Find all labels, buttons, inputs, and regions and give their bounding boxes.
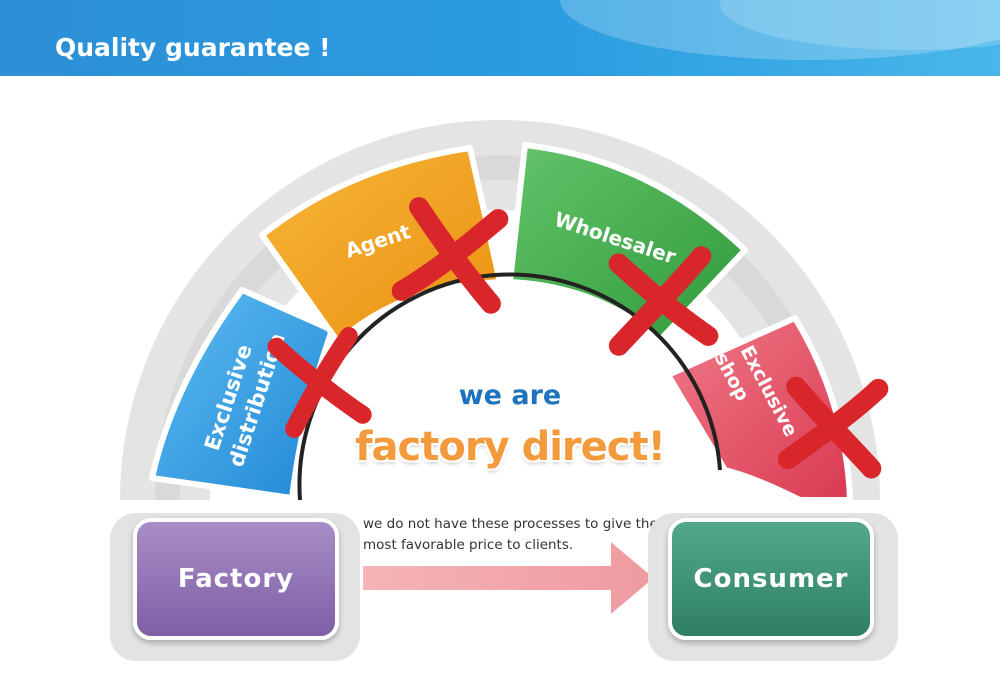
x-cross-icon xyxy=(777,376,889,479)
center-slogan: factory direct! xyxy=(355,424,666,470)
x-cross-icon xyxy=(608,246,719,356)
segment-agent xyxy=(259,145,503,345)
distribution-arc-diagram: Exclusive distribution Agent Wholesaler … xyxy=(120,120,889,619)
segment-exclusive-distribution xyxy=(149,287,335,501)
explanation-note: we do not have these processes to give t… xyxy=(363,516,658,553)
center-headline: we are xyxy=(458,380,562,411)
factory-box: Factory xyxy=(133,518,339,640)
header-banner: Quality guarantee ! xyxy=(0,0,1000,76)
segment-wholesaler xyxy=(507,142,748,343)
x-cross-icon xyxy=(267,326,372,438)
right-arrow-icon xyxy=(361,537,657,619)
page-title: Quality guarantee ! xyxy=(55,33,331,62)
x-cross-icon xyxy=(391,197,509,314)
consumer-box: Consumer xyxy=(668,518,874,640)
